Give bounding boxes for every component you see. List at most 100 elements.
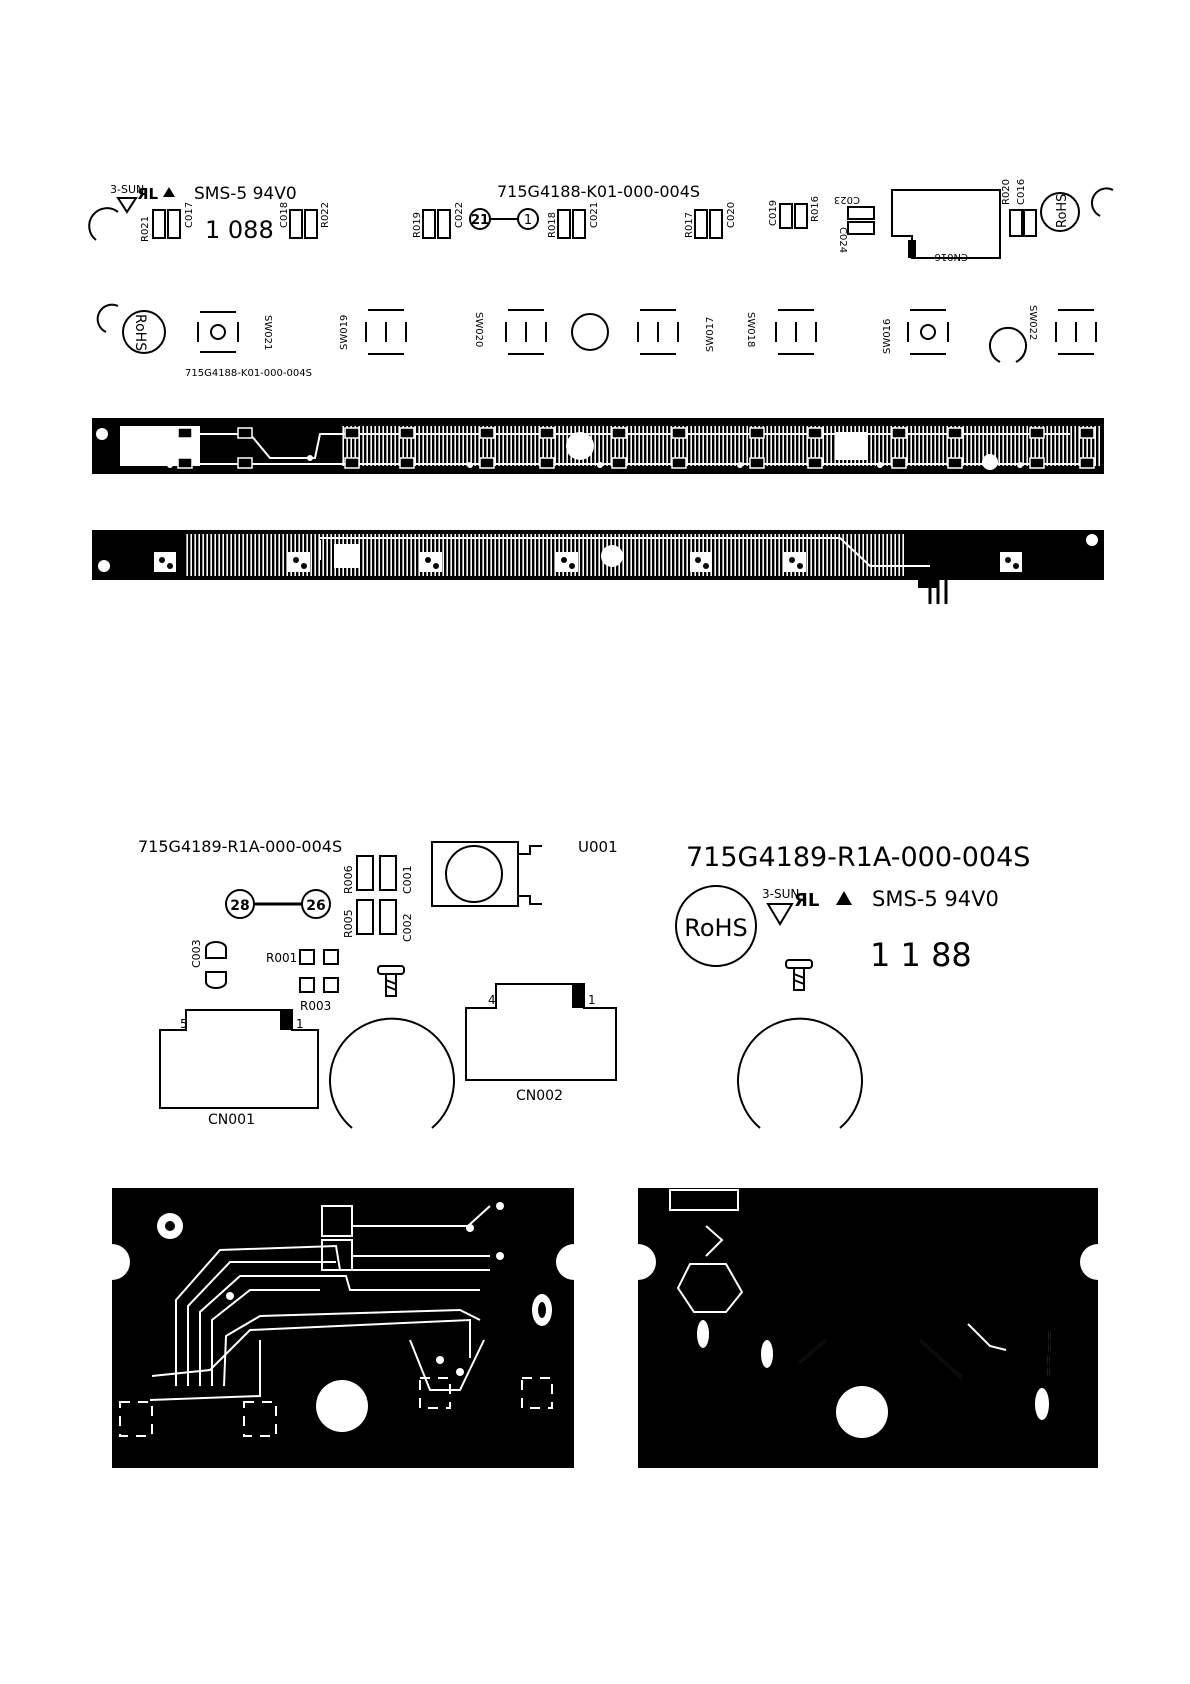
screw-icon [377, 965, 405, 997]
ref-c020: C020 [726, 202, 737, 228]
flammability-label-b2: SMS-5 94V0 [872, 887, 999, 911]
ref-r005: R005 [342, 909, 355, 938]
pad-r003-a [299, 977, 315, 993]
switch-sw016 [907, 309, 949, 355]
pad-r003-b [323, 977, 339, 993]
ref-r003: R003 [300, 999, 331, 1013]
board1-silkscreen: 3-SUN ЯL SMS-5 94V0 715G4188-K01-000-004… [88, 179, 1114, 379]
board2-silkscreen-left: 715G4189-R1A-000-004S R006 C001 28 26 R0… [138, 837, 618, 1129]
ref-c023: C023 [834, 194, 860, 205]
pad-c017 [167, 209, 181, 239]
pad-r017 [694, 209, 708, 239]
maker-logo-icon-b2 [766, 903, 794, 926]
ref-c002: C002 [401, 913, 414, 942]
board1-copper-top [92, 418, 1104, 474]
jumper-a-circle-b2 [225, 889, 255, 919]
ref-sw018: SW018 [745, 312, 756, 347]
rohs-label-2: RoHS [132, 314, 148, 351]
part-number-left: 715G4189-R1A-000-004S [138, 837, 342, 856]
jumper-b-label: 1 [524, 213, 532, 228]
warning-triangle-icon-b2 [836, 891, 852, 905]
ref-r019: R019 [412, 212, 423, 238]
board2-copper-left [94, 1188, 592, 1468]
board2-copper-right [620, 1188, 1116, 1468]
jumper-b-circle-b2 [301, 889, 331, 919]
ref-sw019: SW019 [339, 315, 350, 350]
pad-r016 [794, 203, 808, 229]
ref-u001: U001 [578, 838, 618, 856]
part-number: 715G4188-K01-000-004S [497, 182, 700, 201]
pad-c001 [379, 855, 397, 891]
cn002-pin-right: 1 [588, 993, 596, 1007]
ref-sw020: SW020 [473, 312, 484, 347]
pad-c022 [437, 209, 451, 239]
switch-sw022 [1055, 309, 1097, 355]
ref-r006: R006 [342, 865, 355, 894]
pad-r001-a [299, 949, 315, 965]
part-number-small: 715G4188-K01-000-004S [185, 368, 312, 379]
pad-r022 [304, 209, 318, 239]
switch-sw018 [775, 309, 817, 355]
ref-cn016: CN016 [934, 251, 968, 262]
rohs-label-b2: RoHS [684, 914, 748, 942]
cn001-pin1-marker [280, 1010, 292, 1030]
pad-c002 [379, 899, 397, 935]
pad-c003-top [205, 941, 227, 959]
ref-c001: C001 [401, 865, 414, 894]
ref-r022: R022 [320, 202, 331, 228]
date-code-b2: 1 1 88 [870, 936, 972, 974]
ref-c003: C003 [190, 939, 203, 968]
cn002-pin1-marker [572, 984, 584, 1008]
rohs-circle-b2 [675, 885, 757, 967]
pad-r020 [1009, 209, 1023, 237]
mount-hole-outline-sw022 [989, 326, 1027, 363]
jumper-a-label: 21 [471, 213, 489, 228]
ref-c024: C024 [837, 227, 848, 253]
cn001-pin-right: 1 [296, 1017, 304, 1031]
pad-r006 [356, 855, 374, 891]
ref-c019: C019 [768, 200, 779, 226]
maker-logo-icon [116, 197, 138, 214]
lens-hole-outline-b2 [737, 1017, 863, 1129]
mount-hole-outline [88, 207, 119, 241]
ul-mark: ЯL [137, 185, 159, 203]
pad-c003-bottom [205, 971, 227, 989]
cn002-pin-left: 4 [488, 993, 496, 1007]
pad-r021 [152, 209, 166, 239]
jumper-a-label-b2: 28 [230, 898, 249, 914]
ref-sw016: SW016 [882, 319, 893, 354]
jumper-b-label-b2: 26 [306, 898, 325, 914]
ref-r016: R016 [810, 196, 821, 222]
maker-label: 3-SUN [110, 183, 144, 196]
warning-triangle-icon [163, 187, 175, 197]
rohs-label: RoHS [1055, 194, 1070, 228]
cn016-pin1-marker [908, 240, 916, 258]
mount-hole-outline-right [1090, 187, 1114, 217]
rohs-circle-2 [122, 310, 166, 354]
maker-label-b2: 3-SUN [762, 887, 799, 901]
pad-r019 [422, 209, 436, 239]
pad-c018 [289, 209, 303, 239]
pad-r018 [557, 209, 571, 239]
ref-r018: R018 [547, 212, 558, 238]
pad-c021 [572, 209, 586, 239]
ref-c018: C018 [279, 202, 290, 228]
ref-cn001: CN001 [208, 1112, 255, 1128]
ref-c021: C021 [589, 202, 600, 228]
ref-sw021: SW021 [262, 315, 273, 350]
ref-sw022: SW022 [1027, 305, 1038, 340]
ref-sw017: SW017 [705, 317, 716, 352]
ref-c022: C022 [454, 202, 465, 228]
lens-hole-outline [329, 1017, 455, 1129]
mount-hole-center [571, 313, 609, 351]
ref-r021: R021 [140, 216, 151, 242]
switch-sw020 [505, 309, 547, 355]
pad-c020 [709, 209, 723, 239]
screw-icon-b2 [785, 959, 813, 991]
ref-r020: R020 [1001, 179, 1012, 205]
rohs-circle [1040, 192, 1080, 232]
pad-c024 [847, 221, 875, 235]
ul-mark-b2: ЯL [794, 890, 819, 911]
u001-body [431, 841, 519, 907]
